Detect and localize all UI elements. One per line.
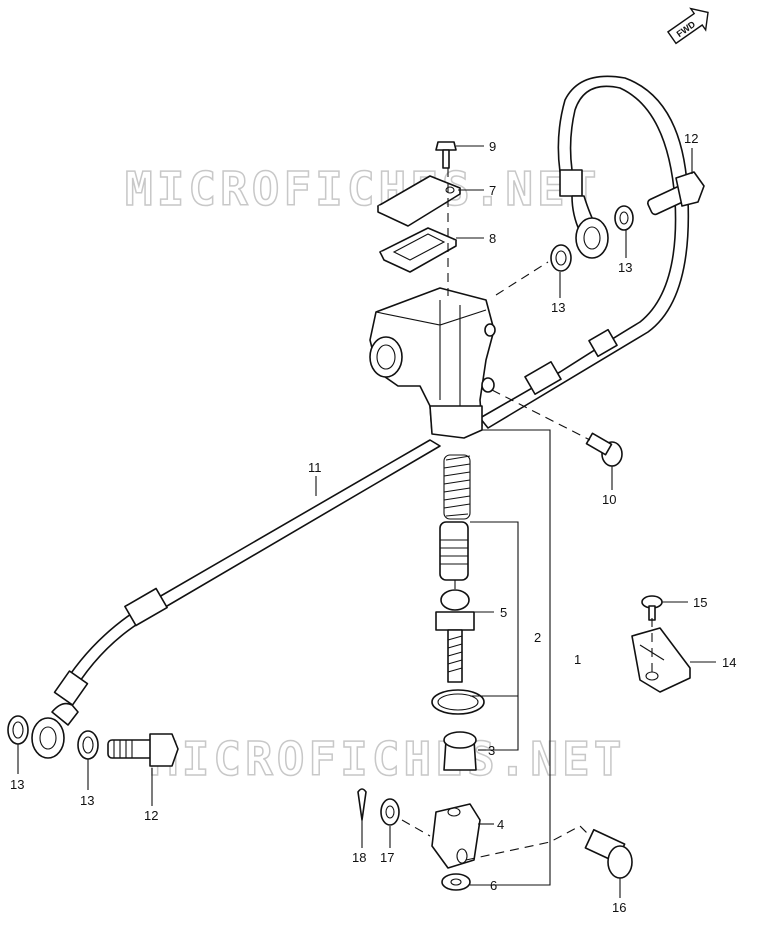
brake-hose xyxy=(53,75,690,706)
callout-10: 10 xyxy=(602,492,616,507)
assembly-line-banjo-upper xyxy=(495,261,549,296)
clevis-pin xyxy=(584,828,633,879)
clevis xyxy=(431,803,481,869)
banjo-fitting-lower xyxy=(31,702,79,759)
callout-17: 17 xyxy=(380,850,394,865)
callout-15: 15 xyxy=(693,595,707,610)
cap-screw xyxy=(435,141,457,169)
callout-13-lower-mid: 13 xyxy=(80,793,94,808)
callout-16: 16 xyxy=(612,900,626,915)
callout-18: 18 xyxy=(352,850,366,865)
union-bolt-12-lower xyxy=(107,733,179,767)
callout-8: 8 xyxy=(489,231,496,246)
fwd-arrow-icon: FWD xyxy=(666,7,709,45)
banjo-fitting-upper xyxy=(571,195,609,259)
hose-clamp xyxy=(631,627,691,693)
mounting-bolt-10 xyxy=(585,432,623,467)
washer-13-upper-right xyxy=(614,205,634,231)
callout-13-lower-left: 13 xyxy=(10,777,24,792)
push-rod xyxy=(435,589,475,683)
piston-assembly xyxy=(439,521,469,581)
bracket-1 xyxy=(470,429,551,886)
callout-13-upper-mid: 13 xyxy=(551,300,565,315)
callout-6: 6 xyxy=(490,878,497,893)
clamp-screw xyxy=(641,595,663,621)
callout-3: 3 xyxy=(488,743,495,758)
reservoir-cap xyxy=(377,175,461,227)
cotter-pin xyxy=(357,788,367,821)
assembly-line-pin xyxy=(401,819,591,861)
union-bolt-12-upper xyxy=(647,171,705,216)
washer-13-lower-left xyxy=(7,715,29,745)
watermark-bottom: MICROFICHES.NET xyxy=(150,732,625,786)
washer-13-upper-mid xyxy=(550,244,572,272)
callout-12-lower: 12 xyxy=(144,808,158,823)
callout-13-upper-right: 13 xyxy=(618,260,632,275)
callout-9: 9 xyxy=(489,139,496,154)
callout-11: 11 xyxy=(308,460,322,475)
callout-12-upper: 12 xyxy=(684,131,698,146)
washer-17 xyxy=(380,798,400,826)
assembly-line-bolt-10 xyxy=(491,389,591,441)
callout-5: 5 xyxy=(500,605,507,620)
return-spring xyxy=(443,454,471,520)
dust-boot xyxy=(443,731,477,771)
callout-7: 7 xyxy=(489,183,496,198)
callout-14: 14 xyxy=(722,655,736,670)
cap-plate xyxy=(379,227,457,273)
lock-nut xyxy=(441,873,471,891)
callout-1: 1 xyxy=(574,652,581,667)
watermark-top: MICROFICHES.NET xyxy=(125,162,600,216)
callout-2: 2 xyxy=(534,630,541,645)
callout-4: 4 xyxy=(497,817,504,832)
washer-13-lower-mid xyxy=(77,730,99,760)
bracket-2 xyxy=(470,521,519,751)
master-cylinder-body xyxy=(369,287,496,439)
circlip xyxy=(431,689,485,715)
